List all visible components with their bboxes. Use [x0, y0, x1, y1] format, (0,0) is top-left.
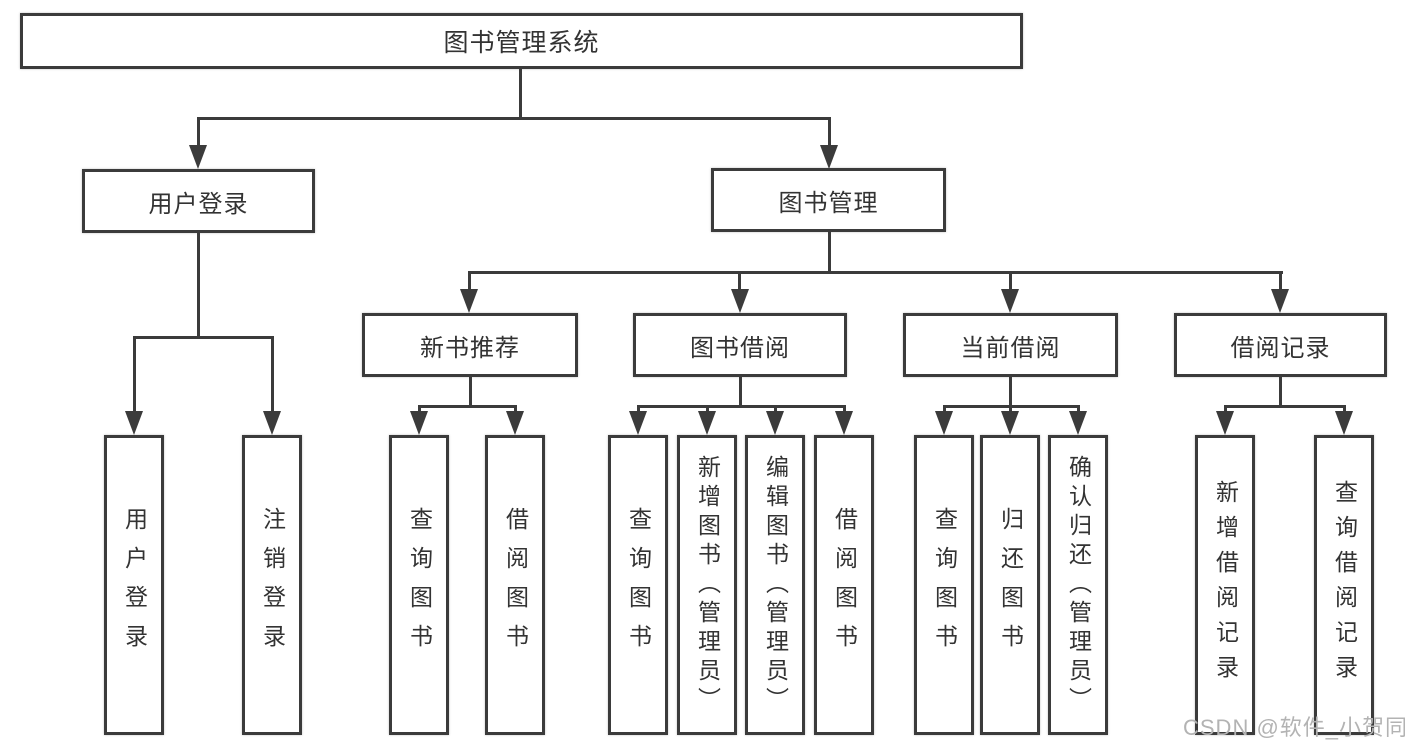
leaf-logout: 注销登录	[242, 435, 302, 735]
leaf-query-books-current: 查询图书	[914, 435, 974, 735]
leaf-label: 借阅图书	[502, 507, 529, 663]
connector-segment	[1077, 405, 1080, 413]
leaf-label: 查询借阅记录	[1331, 480, 1358, 690]
connector-segment	[133, 336, 274, 339]
connector-segment	[1009, 271, 1012, 291]
arrow-down-icon	[698, 411, 716, 435]
node-new-book-recommend: 新书推荐	[362, 313, 578, 377]
leaf-user-login: 用户登录	[104, 435, 164, 735]
csdn-watermark: CSDN @软件_小贺同学	[1183, 715, 1405, 740]
arrow-down-icon	[1335, 411, 1353, 435]
leaf-return-books: 归还图书	[980, 435, 1040, 735]
node-book-management: 图书管理	[711, 168, 946, 232]
arrow-down-icon	[820, 145, 838, 169]
arrow-down-icon	[125, 411, 143, 435]
leaf-label: 编辑图书（管理员）	[762, 454, 789, 716]
arrow-down-icon	[835, 411, 853, 435]
leaf-label: 查询图书	[625, 507, 652, 663]
arrow-down-icon	[935, 411, 953, 435]
arrow-down-icon	[731, 289, 749, 313]
leaf-label: 归还图书	[997, 507, 1024, 663]
leaf-label: 查询图书	[406, 507, 433, 663]
connector-segment	[828, 232, 831, 273]
connector-segment	[514, 405, 517, 413]
leaf-query-borrow-record: 查询借阅记录	[1314, 435, 1374, 735]
connector-segment	[637, 405, 846, 408]
connector-segment	[828, 117, 831, 147]
connector-segment	[1343, 405, 1346, 413]
leaf-label: 新增借阅记录	[1212, 480, 1239, 690]
node-current-borrowing: 当前借阅	[903, 313, 1118, 377]
connector-segment	[1224, 405, 1346, 408]
arrow-down-icon	[189, 145, 207, 169]
connector-segment	[843, 405, 846, 413]
arrow-down-icon	[766, 411, 784, 435]
connector-segment	[418, 405, 421, 413]
arrow-down-icon	[629, 411, 647, 435]
leaf-label: 用户登录	[121, 507, 148, 663]
node-user-login: 用户登录	[82, 169, 315, 233]
node-book-borrowing: 图书借阅	[633, 313, 847, 377]
leaf-label: 确认归还（管理员）	[1065, 454, 1092, 716]
connector-segment	[739, 377, 742, 406]
connector-segment	[637, 405, 640, 413]
arrow-down-icon	[1001, 289, 1019, 313]
connector-segment	[418, 405, 517, 408]
leaf-label: 查询图书	[931, 507, 958, 663]
node-library-system: 图书管理系统	[20, 13, 1023, 69]
arrow-down-icon	[460, 289, 478, 313]
connector-segment	[1009, 377, 1012, 406]
arrow-down-icon	[410, 411, 428, 435]
connector-segment	[197, 117, 831, 120]
connector-segment	[468, 271, 471, 291]
leaf-query-books-borrowing: 查询图书	[608, 435, 668, 735]
connector-segment	[1224, 405, 1227, 413]
connector-segment	[943, 405, 946, 413]
connector-segment	[1279, 271, 1282, 291]
leaf-add-borrow-record: 新增借阅记录	[1195, 435, 1255, 735]
node-borrowing-records: 借阅记录	[1174, 313, 1387, 377]
arrow-down-icon	[506, 411, 524, 435]
leaf-add-books-admin: 新增图书（管理员）	[677, 435, 737, 735]
arrow-down-icon	[1069, 411, 1087, 435]
connector-segment	[469, 377, 472, 406]
leaf-borrow-books: 借阅图书	[814, 435, 874, 735]
connector-segment	[519, 69, 522, 118]
leaf-edit-books-admin: 编辑图书（管理员）	[745, 435, 805, 735]
arrow-down-icon	[1001, 411, 1019, 435]
connector-segment	[774, 405, 777, 413]
leaf-borrow-books-recommend: 借阅图书	[485, 435, 545, 735]
leaf-label: 借阅图书	[831, 507, 858, 663]
connector-segment	[1009, 405, 1012, 413]
connector-segment	[133, 336, 136, 412]
arrow-down-icon	[1216, 411, 1234, 435]
leaf-label: 注销登录	[259, 507, 286, 663]
leaf-query-books-recommend: 查询图书	[389, 435, 449, 735]
leaf-label: 新增图书（管理员）	[694, 454, 721, 716]
connector-segment	[197, 233, 200, 338]
connector-segment	[468, 271, 1283, 274]
connector-segment	[271, 336, 274, 412]
connector-segment	[1279, 377, 1282, 406]
connector-segment	[197, 117, 200, 147]
connector-segment	[706, 405, 709, 413]
arrow-down-icon	[1271, 289, 1289, 313]
leaf-confirm-return-admin: 确认归还（管理员）	[1048, 435, 1108, 735]
connector-segment	[738, 271, 741, 291]
arrow-down-icon	[263, 411, 281, 435]
